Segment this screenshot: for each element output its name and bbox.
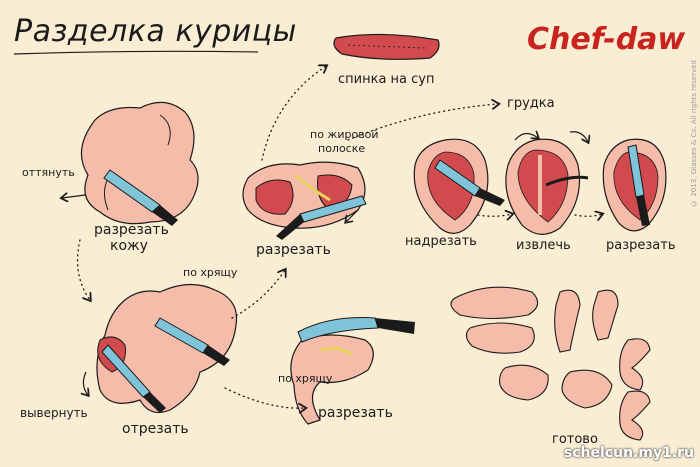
- title-underline: [13, 50, 259, 55]
- label-extract: извлечь: [516, 238, 571, 253]
- chicken-leg-illustration: [83, 283, 238, 413]
- breast-incise-illustration: [413, 138, 505, 234]
- label-cut-back: разрезать: [256, 242, 331, 258]
- label-twist: вывернуть: [20, 406, 88, 420]
- back-cut-illustration: [242, 161, 367, 240]
- leg-cut-illustration: [290, 317, 415, 425]
- label-fat-line-1: по жировой: [310, 128, 379, 141]
- website-watermark: schelcun.my1.ru: [563, 445, 694, 461]
- flow-connectors: [76, 66, 602, 408]
- label-pull: оттянуть: [22, 166, 75, 179]
- label-fat-line-2: полоске: [318, 142, 366, 155]
- page-title: Разделка курицы: [14, 14, 297, 49]
- breast-extract-illustration: [505, 132, 588, 235]
- copyright-credit: © 2013, Glasses & Co. All rights reserve…: [690, 60, 698, 207]
- back-for-soup-illustration: [333, 33, 440, 60]
- label-incise: надрезать: [405, 234, 477, 249]
- finished-pieces-illustration: [450, 286, 651, 441]
- label-along-ridge-bottom: по хрящу: [278, 372, 333, 385]
- label-cut-breast: разрезать: [606, 238, 676, 253]
- breast-cut-illustration: [602, 138, 667, 232]
- label-done: готово: [552, 432, 598, 447]
- label-along-ridge-top: по хрящу: [183, 266, 238, 279]
- label-skin: кожу: [110, 238, 148, 254]
- label-cut-skin: разрезать: [94, 222, 169, 238]
- label-breast: грудка: [507, 96, 555, 111]
- label-back-for-soup: спинка на суп: [338, 72, 435, 87]
- label-cut-off: отрезать: [122, 421, 189, 437]
- brand-logo: Chef-daw: [527, 22, 686, 57]
- whole-chicken-illustration: [62, 101, 199, 226]
- label-cut-leg: разрезать: [318, 405, 393, 421]
